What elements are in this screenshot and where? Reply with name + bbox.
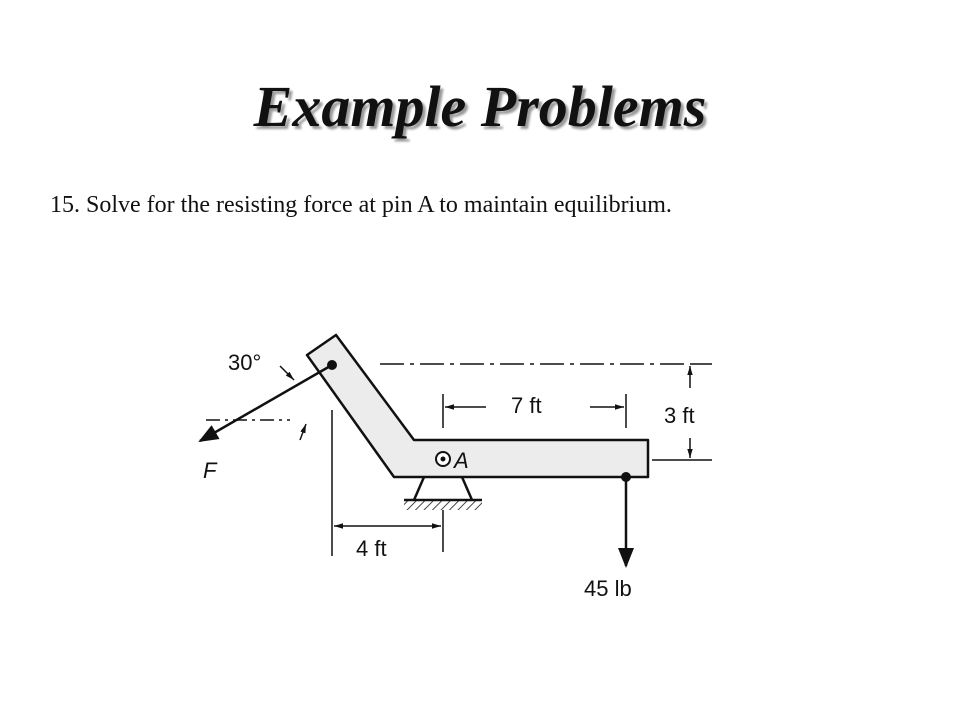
load-label: 45 lb <box>584 576 632 601</box>
dimension-7ft <box>442 394 627 428</box>
pin-a <box>435 451 451 467</box>
dimension-3ft <box>652 363 712 461</box>
force-label: F <box>203 458 218 483</box>
lever-body <box>305 333 650 479</box>
slide-title: Example Problems <box>253 74 707 139</box>
dimension-4ft <box>331 410 444 556</box>
pin-label: A <box>452 448 469 473</box>
angle-pointer <box>279 365 295 381</box>
dim-label-4ft: 4 ft <box>356 536 387 561</box>
dim-label-3ft: 3 ft <box>664 403 695 428</box>
angle-label: 30° <box>228 350 261 375</box>
problem-text: Solve for the resisting force at pin A t… <box>86 192 672 218</box>
problem-number: 15. <box>50 192 80 218</box>
pin-support <box>404 476 482 510</box>
dim-label-7ft: 7 ft <box>511 393 542 418</box>
force-f-arrow <box>198 363 333 443</box>
problem-statement: 15. Solve for the resisting force at pin… <box>50 192 672 219</box>
